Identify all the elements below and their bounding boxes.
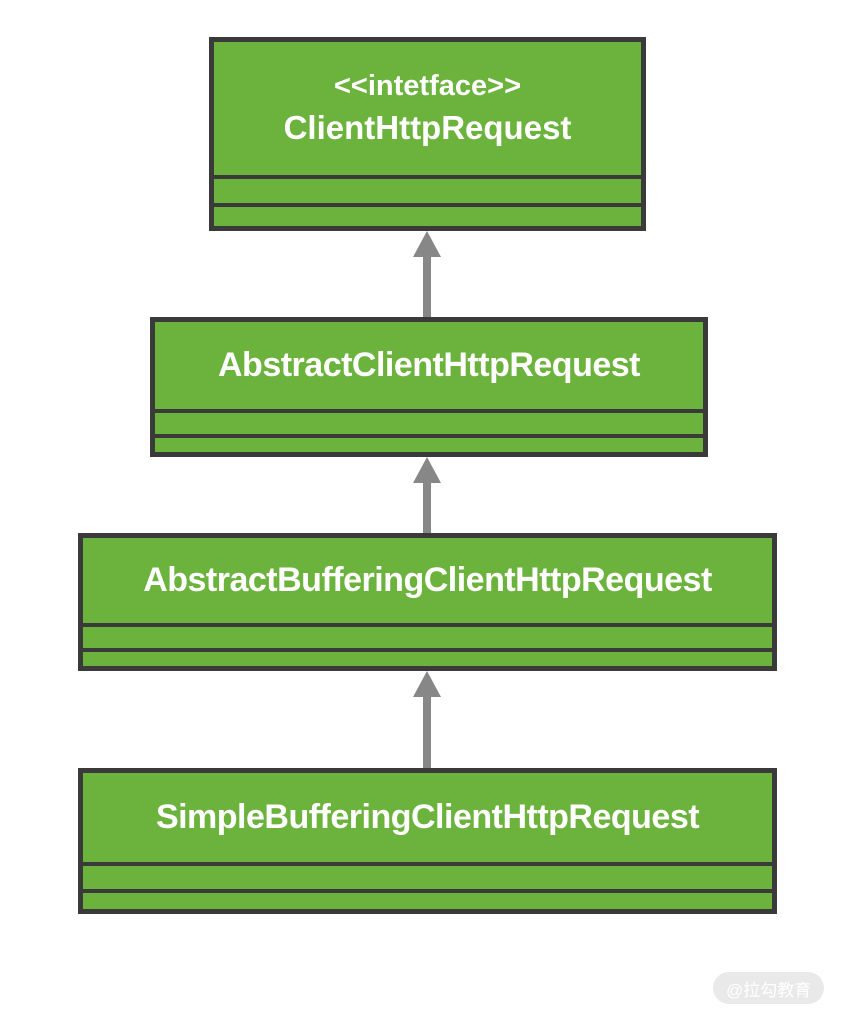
attributes-compartment [83,862,772,889]
inheritance-arrow-abstract-to-interface [413,231,441,317]
arrow-head-icon [413,457,441,483]
class-title-area: AbstractClientHttpRequest [155,322,703,409]
class-box-simplebufferingclienthttprequest: SimpleBufferingClientHttpRequest [78,768,777,914]
arrow-head-icon [413,671,441,697]
arrow-shaft [423,257,431,317]
class-title-area: <<intetface>> ClientHttpRequest [214,42,641,175]
methods-compartment [83,889,772,909]
attributes-compartment [83,623,772,648]
class-box-abstractclienthttprequest: AbstractClientHttpRequest [150,317,708,457]
class-box-abstractbufferingclienthttprequest: AbstractBufferingClientHttpRequest [78,533,777,671]
inheritance-arrow-buffering-to-abstract [413,457,441,533]
arrow-shaft [423,483,431,533]
inheritance-arrow-simple-to-buffering [413,671,441,768]
attributes-compartment [214,175,641,203]
attributes-compartment [155,409,703,434]
class-name-label: AbstractBufferingClientHttpRequest [143,560,712,599]
methods-compartment [214,203,641,226]
stereotype-label: <<intetface>> [334,69,521,102]
arrow-shaft [423,697,431,768]
class-title-area: SimpleBufferingClientHttpRequest [83,773,772,862]
class-name-label: ClientHttpRequest [283,108,572,146]
watermark-badge: @拉勾教育 [713,972,825,1004]
arrow-head-icon [413,231,441,257]
class-title-area: AbstractBufferingClientHttpRequest [83,538,772,623]
methods-compartment [155,434,703,452]
watermark-label: @拉勾教育 [726,980,812,1000]
methods-compartment [83,648,772,666]
class-name-label: SimpleBufferingClientHttpRequest [155,797,700,836]
class-box-clienthttprequest: <<intetface>> ClientHttpRequest [209,37,646,231]
class-name-label: AbstractClientHttpRequest [218,345,640,384]
